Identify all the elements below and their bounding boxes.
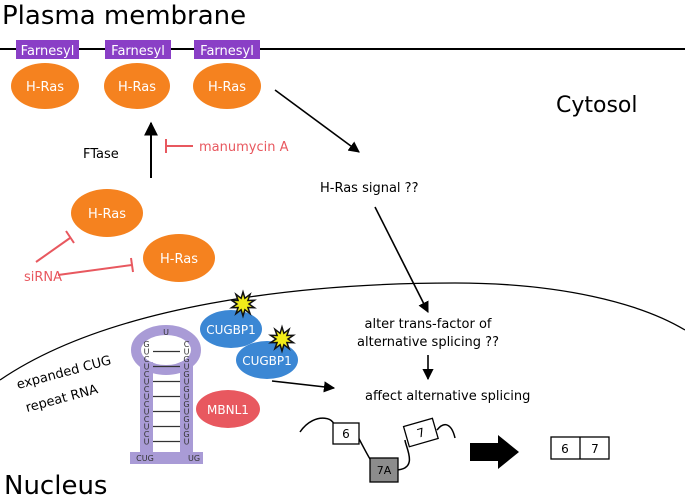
arrow-to-transfactor <box>374 206 429 313</box>
farnesyl-tag-1: Farnesyl <box>16 40 79 59</box>
sirna-inhibit-line-2 <box>57 264 133 276</box>
hairpin-foot-left: CUG <box>136 454 154 463</box>
nucleus-label: Nucleus <box>4 471 107 501</box>
arrow-complex-to-affect <box>271 380 336 393</box>
hairpin-base: G <box>183 430 189 439</box>
mbnl1-label: MBNL1 <box>207 403 249 417</box>
hairpin-base: C <box>144 430 150 439</box>
farnesyl-label: Farnesyl <box>111 44 165 59</box>
sirna-label: siRNA <box>24 270 62 285</box>
cugbp1-protein-1: CUGBP1 <box>200 310 262 348</box>
farnesyl-tag-2: Farnesyl <box>105 40 171 59</box>
sirna-inhibit-bar-1 <box>65 230 75 244</box>
pre-mrna-strand <box>299 417 456 471</box>
spliced-product: 6 7 <box>550 436 610 460</box>
hras-membrane-2: H-Ras <box>104 63 170 109</box>
hairpin-base: U <box>184 363 190 372</box>
hairpin-foot-right: UG <box>188 454 200 463</box>
hairpin-base: C <box>144 355 150 364</box>
exon-7a-label: 7A <box>377 464 392 477</box>
cytosol-label: Cytosol <box>556 93 638 118</box>
hairpin-top-base: U <box>163 328 169 337</box>
arrow-to-signal <box>274 89 360 153</box>
hairpin-base: G <box>183 415 189 424</box>
hairpin-base: U <box>184 393 190 402</box>
hairpin-base: U <box>144 423 150 432</box>
hairpin-base: G <box>183 370 189 379</box>
hairpin-base: U <box>184 408 190 417</box>
alter-transfactor-line1: alter trans-factor of <box>364 317 491 332</box>
hairpin-base: U <box>184 348 190 357</box>
hras-label: H-Ras <box>118 80 156 95</box>
sirna-inhibit-line-1 <box>35 237 71 263</box>
alter-transfactor-line2: alternative splicing ?? <box>357 335 499 350</box>
hras-cytosol-2: H-Ras <box>143 234 215 282</box>
exon-7-box: 7 <box>402 417 439 448</box>
hairpin-base: U <box>144 408 150 417</box>
ftase-label: FTase <box>83 147 119 162</box>
hairpin-base: C <box>144 400 150 409</box>
farnesyl-label: Farnesyl <box>200 44 254 59</box>
spliced-exon-7-label: 7 <box>591 442 599 456</box>
spliced-exon-6-label: 6 <box>561 442 569 456</box>
hras-label: H-Ras <box>88 207 126 222</box>
big-right-arrow-icon <box>470 435 519 469</box>
hairpin-base: U <box>144 378 150 387</box>
hairpin-base: C <box>144 415 150 424</box>
mbnl1-protein: MBNL1 <box>196 390 260 428</box>
hairpin-base: U <box>184 378 190 387</box>
hras-membrane-3: H-Ras <box>193 63 261 109</box>
hairpin-base: U <box>184 438 190 447</box>
hairpin-base: C <box>144 385 150 394</box>
hras-label: H-Ras <box>26 80 64 95</box>
cugbp1-label: CUGBP1 <box>242 354 292 368</box>
hras-cytosol-1: H-Ras <box>71 189 143 237</box>
affect-splicing-label: affect alternative splicing <box>365 389 530 404</box>
manumycin-label: manumycin A <box>199 140 289 155</box>
hairpin-base: U <box>144 393 150 402</box>
hairpin-base: U <box>144 438 150 447</box>
cugbp1-label: CUGBP1 <box>206 323 256 337</box>
hairpin-base: G <box>183 400 189 409</box>
plasma-membrane-label: Plasma membrane <box>2 1 246 31</box>
hras-label: H-Ras <box>160 252 198 267</box>
nuclear-envelope <box>0 282 685 381</box>
hairpin-base: G <box>183 355 189 364</box>
hairpin-base: U <box>144 348 150 357</box>
hairpin-base: G <box>143 340 149 349</box>
exon-6-box: 6 <box>332 422 360 445</box>
exon-7a-box: 7A <box>369 457 399 483</box>
farnesyl-label: Farnesyl <box>21 44 75 59</box>
expanded-cug-line1: expanded CUG <box>15 353 113 393</box>
hras-label: H-Ras <box>208 80 246 95</box>
hras-signal-label: H-Ras signal ?? <box>320 181 418 196</box>
exon-6-label: 6 <box>342 427 350 441</box>
hras-membrane-1: H-Ras <box>11 63 79 109</box>
exon-7-label: 7 <box>415 425 426 441</box>
hairpin-base: C <box>144 370 150 379</box>
hairpin-base: U <box>144 363 150 372</box>
phosphorylation-star-icon <box>268 324 296 354</box>
farnesyl-tag-3: Farnesyl <box>194 40 260 59</box>
hairpin-base: C <box>184 340 190 349</box>
sirna-inhibit-bar-2 <box>130 257 134 273</box>
hairpin-base: G <box>183 385 189 394</box>
phosphorylation-star-icon <box>229 289 257 319</box>
hairpin-base: U <box>184 423 190 432</box>
